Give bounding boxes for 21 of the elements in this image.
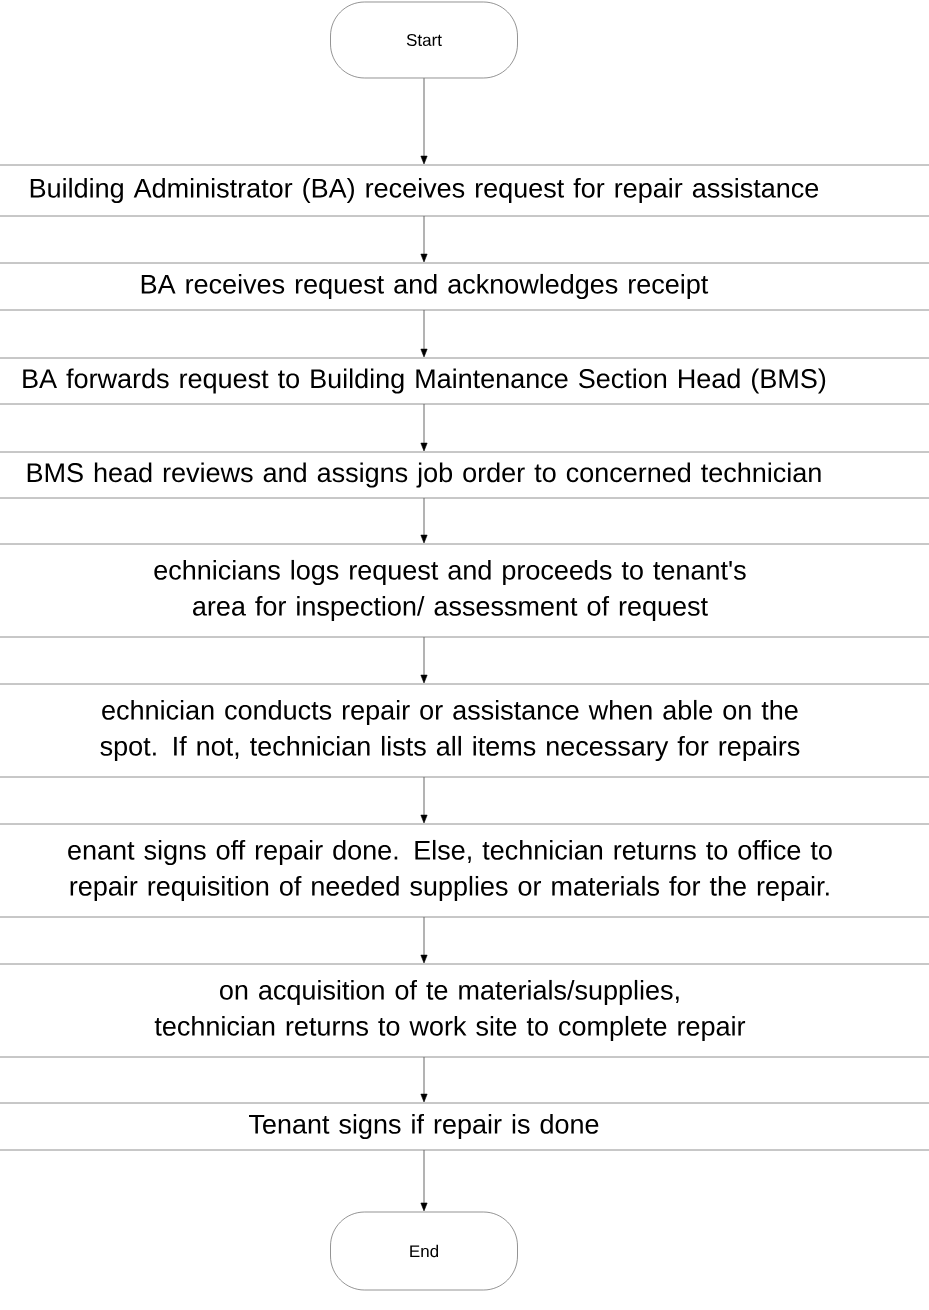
arrow (420, 78, 428, 165)
arrow (420, 916, 428, 964)
arrow (420, 1149, 428, 1212)
process-band: on acquisition of te materials/supplies, technician returns to work site to complete repair (0, 963, 929, 1058)
arrow (420, 403, 428, 452)
process-band: echnician conducts repair or assistance when able on the spot. If not, technician lists all items necessary for repairs (0, 683, 929, 778)
process-band: BA receives request and acknowledges receipt (0, 262, 929, 311)
terminal-box: Start (330, 1, 518, 79)
arrow (420, 497, 428, 544)
arrow (420, 1056, 428, 1103)
process-band: enant signs off repair done. Else, technician returns to office to repair requisition of needed supplies or materials for the repair. (0, 823, 929, 918)
arrow (420, 776, 428, 824)
process-band: Building Administrator (BA) receives request for repair assistance (0, 164, 929, 217)
process-band: BA forwards request to Building Maintenance Section Head (BMS) (0, 357, 929, 405)
process-band: BMS head reviews and assigns job order to concerned technician (0, 451, 929, 499)
process-band: echnicians logs request and proceeds to tenant's area for inspection/ assessment of request (0, 543, 929, 638)
terminal-box: End (330, 1211, 518, 1291)
arrow (420, 309, 428, 358)
arrow (420, 636, 428, 684)
process-band: Tenant signs if repair is done (0, 1102, 929, 1151)
arrow (420, 215, 428, 263)
